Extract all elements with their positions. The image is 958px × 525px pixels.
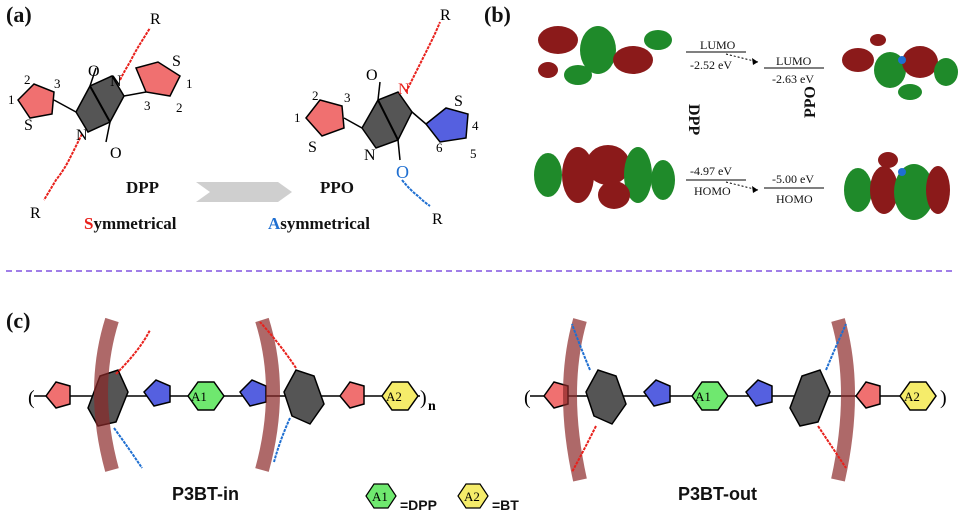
ppo-num-r6: 6 <box>436 140 443 155</box>
dpp-r-top: R <box>150 11 161 28</box>
p3bt-out-a1: A1 <box>695 389 711 404</box>
homo-shift-arrow <box>725 181 759 191</box>
legend-a2-label: =BT <box>492 497 519 513</box>
ppo-molecule <box>305 21 469 207</box>
ppo-homo-value: -5.00 eV <box>772 172 814 186</box>
p3bt-in-a1: A1 <box>191 389 207 404</box>
p3bt-out-bracket-right: ) <box>940 387 947 409</box>
dpp-o-top: O <box>88 63 100 80</box>
dpp-label: DPP <box>126 178 160 197</box>
ppo-label: PPO <box>320 178 354 197</box>
ppo-lumo-orbital <box>842 34 958 100</box>
p3bt-in-label: P3BT-in <box>172 484 240 504</box>
dpp-lumo-value: -2.52 eV <box>690 58 732 72</box>
ppo-o-blue: O <box>396 162 409 182</box>
legend-hex-a1 <box>365 483 397 509</box>
transform-arrow <box>196 182 292 202</box>
p3bt-out-bracket-left: ( <box>524 387 531 409</box>
dpp-homo-label: HOMO <box>694 184 731 198</box>
ppo-homo-label: HOMO <box>776 192 813 206</box>
p3bt-in-bracket-left: ( <box>28 387 35 409</box>
dpp-o-bottom: O <box>110 145 122 162</box>
p3bt-in-bracket-right: ) <box>420 387 427 409</box>
dpp-num-l1: 1 <box>8 92 15 107</box>
dpp-lumo-orbital <box>538 26 672 85</box>
symmetrical-label: Symmetrical <box>84 214 177 234</box>
dpp-num-l3: 3 <box>54 76 61 91</box>
dpp-molecule <box>17 27 181 201</box>
panel-label-b: (b) <box>484 2 511 27</box>
p3bt-in-n: n <box>428 399 436 414</box>
ppo-n-bottom: N <box>364 147 376 164</box>
homo-shift-arrowhead <box>752 186 758 193</box>
symmetrical-initial: S <box>84 214 94 233</box>
dpp-num-l2: 2 <box>24 72 31 87</box>
b-dpp-label: DPP <box>685 104 702 136</box>
panel-c-polymers: ( ) A1 A2 n ( ) A1 A <box>28 317 947 509</box>
dpp-num-r3: 3 <box>144 98 151 113</box>
asymmetrical-label: Asymmetrical <box>268 214 370 234</box>
legend-hex-a2 <box>457 483 489 509</box>
ppo-homo-orbital <box>844 152 950 220</box>
dpp-n-bottom: N <box>76 127 88 144</box>
dpp-homo-orbital <box>534 145 675 209</box>
legend-a2-text: A2 <box>464 489 480 504</box>
ppo-n-red: N <box>398 81 410 98</box>
p3bt-out-label: P3BT-out <box>678 484 757 504</box>
p3bt-in-a2: A2 <box>386 389 402 404</box>
ppo-o-top: O <box>366 67 378 84</box>
ppo-r-top: R <box>440 7 451 24</box>
ppo-r-bottom: R <box>432 211 443 228</box>
ppo-s-right: S <box>454 93 463 110</box>
b-ppo-label: PPO <box>802 86 819 118</box>
dpp-r-bottom: R <box>30 205 41 222</box>
p3bt-in-chain: ( ) <box>28 317 427 472</box>
lumo-shift-arrow <box>725 53 759 63</box>
dpp-num-r1: 1 <box>186 76 193 91</box>
ppo-lumo-value: -2.63 eV <box>772 72 814 86</box>
panel-b-orbitals <box>534 26 958 220</box>
dpp-n-top: N <box>110 73 122 90</box>
panel-label-c: (c) <box>6 308 31 333</box>
dpp-s-right: S <box>172 53 181 70</box>
panel-label-a: (a) <box>6 2 32 27</box>
ppo-num-l2: 2 <box>312 88 319 103</box>
dpp-s-left: S <box>24 117 33 134</box>
p3bt-out-chain: ( ) <box>524 318 947 482</box>
symmetrical-rest: ymmetrical <box>93 214 177 233</box>
dpp-homo-value: -4.97 eV <box>690 164 732 178</box>
lumo-shift-arrowhead <box>752 58 758 65</box>
ppo-lumo-label: LUMO <box>776 54 812 68</box>
ppo-num-l3: 3 <box>344 90 351 105</box>
panel-a-structures: R R O O N N S S 1 2 3 1 2 3 R R O O N N … <box>8 7 479 228</box>
ppo-s-left: S <box>308 139 317 156</box>
legend-a1-label: =DPP <box>400 497 437 513</box>
ppo-num-r5: 5 <box>470 146 477 161</box>
ppo-num-r4: 4 <box>472 118 479 133</box>
p3bt-out-a2: A2 <box>904 389 920 404</box>
dpp-num-r2: 2 <box>176 100 183 115</box>
dpp-lumo-label: LUMO <box>700 38 736 52</box>
ppo-num-l1: 1 <box>294 110 301 125</box>
asymmetrical-rest: symmetrical <box>280 214 370 233</box>
asymmetrical-initial: A <box>268 214 281 233</box>
section-divider <box>6 270 952 272</box>
legend-a1-text: A1 <box>372 489 388 504</box>
